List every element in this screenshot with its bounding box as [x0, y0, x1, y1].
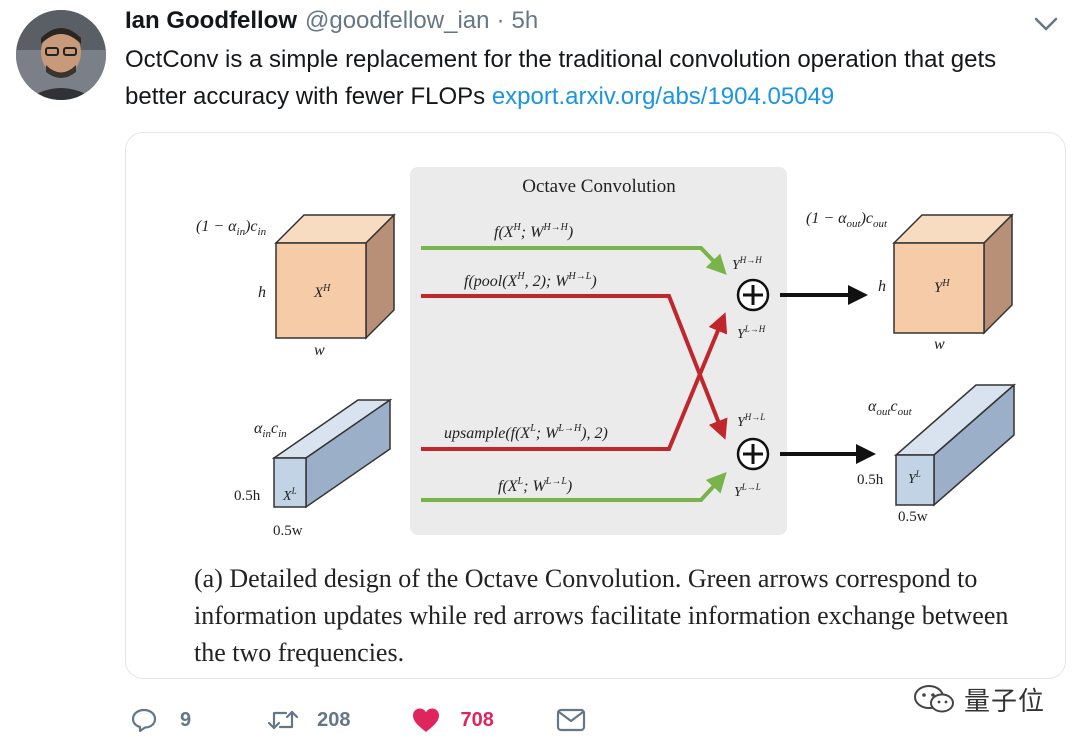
- sum-node-high: [736, 278, 770, 312]
- octave-panel: [410, 167, 787, 535]
- arrow-high-to-high: [421, 246, 727, 275]
- input-low-w-label: 0.5w: [273, 523, 303, 539]
- reply-count: 9: [180, 708, 192, 731]
- y-ll-label: YL→L: [734, 482, 761, 500]
- retweet-button[interactable]: 208: [267, 706, 351, 734]
- tweet-actions: 9 208 708: [130, 704, 586, 736]
- tweet-body: OctConv is a simple replacement for the …: [125, 46, 997, 110]
- user-photo-avatar: [16, 10, 106, 100]
- figure-caption: (a) Detailed design of the Octave Convol…: [194, 564, 1009, 667]
- retweet-count: 208: [317, 708, 351, 731]
- arrow-high-to-low: [421, 294, 728, 440]
- tweet-text: OctConv is a simple replacement for the …: [125, 41, 1055, 115]
- yl-label: YL: [908, 469, 921, 487]
- wechat-icon: [914, 685, 954, 713]
- like-button[interactable]: 708: [411, 706, 494, 734]
- output-low-channels-label: αoutcout: [868, 398, 913, 418]
- separator-dot: ·: [496, 7, 505, 34]
- arrow-low-to-low: [421, 472, 727, 502]
- input-high-w-label: w: [314, 342, 325, 359]
- input-low-channels-label: αincin: [254, 420, 287, 440]
- octave-convolution-figure: Octave Convolution (1 − αin)cin h w XH α…: [196, 167, 1016, 539]
- retweet-icon: [268, 710, 299, 730]
- op-hl-label: f(pool(XH, 2); WH→L): [464, 271, 597, 290]
- input-high-cube: [274, 213, 396, 340]
- like-count: 708: [460, 708, 494, 731]
- author-avatar[interactable]: [16, 10, 106, 100]
- heart-icon: [412, 708, 439, 732]
- input-high-channels-label: (1 − αin)cin: [196, 218, 267, 238]
- input-high-h-label: h: [258, 284, 266, 301]
- author-handle[interactable]: @goodfellow_ian: [305, 7, 490, 34]
- reply-icon: [131, 708, 157, 733]
- chevron-down-icon[interactable]: [1032, 12, 1060, 36]
- xl-label: XL: [282, 486, 297, 504]
- output-low-w-label: 0.5w: [898, 509, 928, 525]
- output-high-h-label: h: [878, 278, 886, 295]
- xh-label: XH: [313, 283, 331, 301]
- output-high-channels-label: (1 − αout)cout: [806, 210, 888, 230]
- input-low-h-label: 0.5h: [234, 488, 261, 504]
- op-ll-label: f(XL; WL→L): [498, 476, 572, 495]
- watermark-text: 量子位: [964, 686, 1046, 717]
- output-low-cube: [894, 383, 1016, 507]
- sum-node-low: [736, 437, 770, 471]
- input-low-cube: [271, 398, 393, 509]
- tweet-header: Ian Goodfellow @goodfellow_ian · 5h: [125, 7, 538, 39]
- reply-button[interactable]: 9: [130, 706, 191, 734]
- output-low-h-label: 0.5h: [857, 472, 884, 488]
- tweet-media-card[interactable]: Octave Convolution (1 − αin)cin h w XH α…: [125, 132, 1066, 679]
- y-lh-label: YL→H: [737, 324, 766, 342]
- y-hl-label: YH→L: [737, 412, 765, 430]
- watermark: 量子位: [912, 682, 1062, 717]
- direct-message-button[interactable]: [556, 706, 586, 734]
- author-display-name[interactable]: Ian Goodfellow: [125, 7, 297, 34]
- op-hh-label: f(XH; WH→H): [494, 222, 573, 241]
- output-high-cube: [892, 213, 1014, 335]
- output-high-w-label: w: [934, 336, 945, 353]
- tweet-link[interactable]: export.arxiv.org/abs/1904.05049: [491, 83, 835, 110]
- panel-title: Octave Convolution: [522, 176, 676, 197]
- y-hh-label: YH→H: [732, 255, 762, 273]
- yh-label: YH: [934, 278, 950, 296]
- op-lh-label: upsample(f(XL; WL→H), 2): [444, 423, 608, 442]
- tweet-timestamp[interactable]: 5h: [511, 7, 539, 34]
- arrow-low-to-high: [421, 312, 728, 451]
- envelope-icon: [556, 708, 585, 732]
